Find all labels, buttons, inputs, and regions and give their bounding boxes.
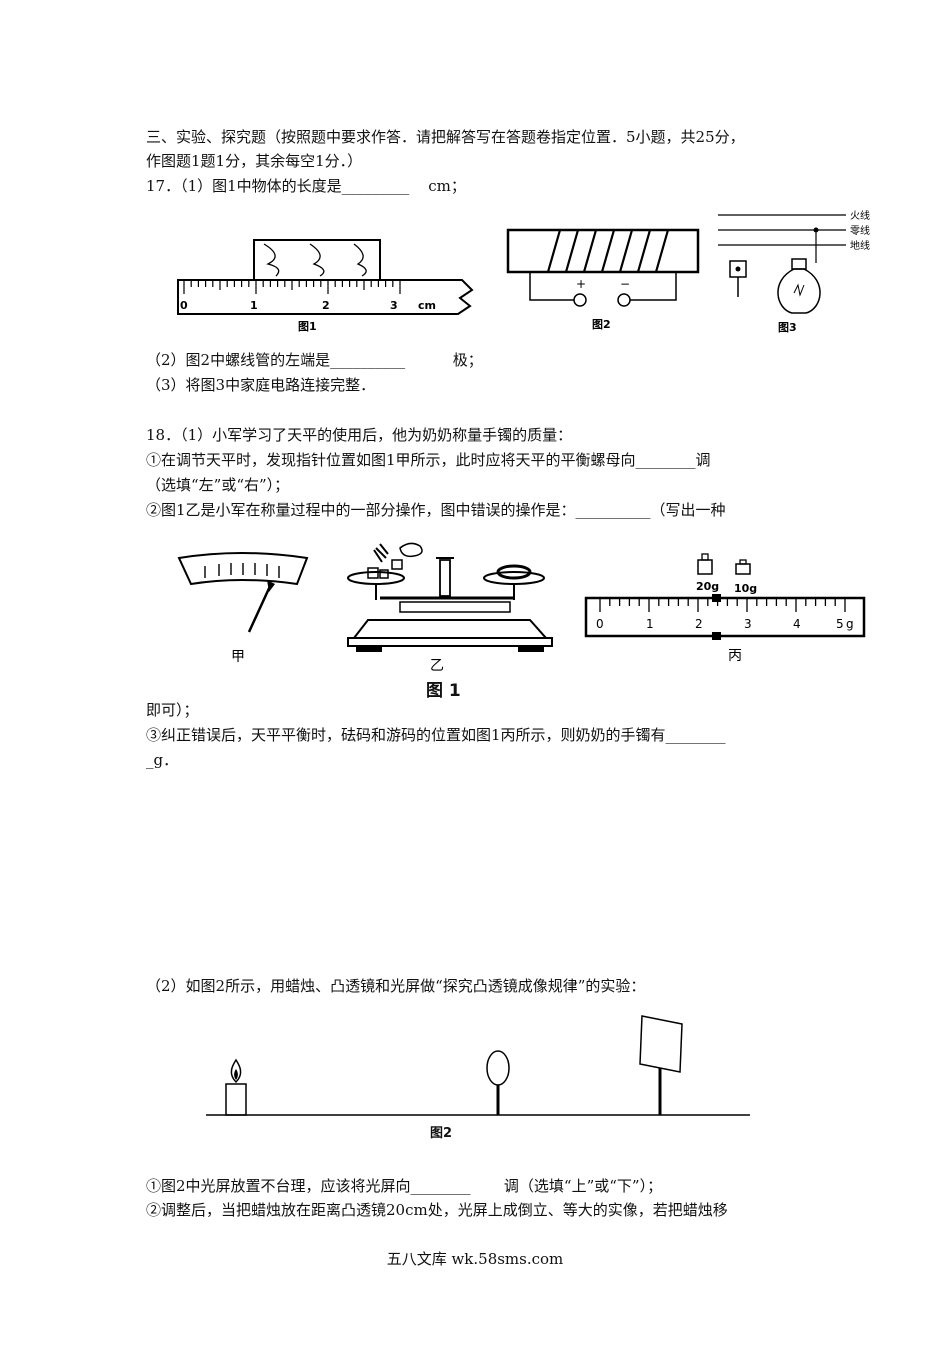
q18-part3: （选填“左”或“右”）；: [146, 476, 290, 494]
ruler-label-0: 0: [180, 299, 188, 312]
plus-sign: +: [576, 277, 586, 291]
fig3-caption: 图3: [778, 321, 797, 334]
rider-bottom: [712, 632, 721, 640]
weight-20g: [697, 559, 713, 575]
section-heading-line1: 三、实验、探究题（按照题中要求作答．请把解答写在答题卷指定位置．5小题，共25分…: [146, 128, 745, 146]
ruler-label-2: 2: [322, 299, 330, 312]
hand-icon: [399, 542, 423, 558]
q18-part8: （2）如图2所示，用蜡烛、凸透镜和光屏做“探究凸透镜成像规律”的实验：: [146, 977, 646, 995]
minus-sign: −: [620, 277, 630, 291]
solenoid-figure: + − 图2: [506, 228, 700, 331]
lamp-holder: [791, 258, 807, 270]
weight-20g-label: 20g: [696, 580, 719, 593]
q17-part1: 17．（1）图1中物体的长度是_________ cm；: [146, 177, 466, 195]
light-screen: [639, 1015, 683, 1073]
fig1-caption: 图1: [298, 320, 317, 333]
q18-part5: 即可）；: [146, 701, 199, 719]
scale-label-1: 1: [646, 617, 654, 631]
beam-scale: [399, 601, 511, 613]
q18-part4: ②图1乙是小军在称量过程中的一部分操作，图中错误的操作是：__________（…: [146, 501, 726, 519]
weight-10g: [735, 563, 751, 575]
fig2-caption: 图2: [592, 318, 611, 331]
convex-lens: [486, 1050, 510, 1086]
bracelet: [496, 564, 532, 580]
balance-pointer-figure: 甲: [177, 552, 309, 665]
scale-label-4: 4: [793, 617, 801, 631]
negative-terminal: [617, 293, 631, 307]
ruler-label-cm: cm: [418, 299, 436, 312]
rider-top: [712, 594, 721, 602]
q18-part10: ②调整后，当把蜡烛放在距离凸透镜20cm处，光屏上成倒立、等大的实像，若把蜡烛移: [146, 1201, 728, 1219]
scale-label-2: 2: [695, 617, 703, 631]
ruler-figure: 0 1 2 3 cm 图1: [177, 239, 474, 333]
ruler-body: [177, 279, 474, 315]
household-circuit-figure: 火线 零线 地线 图3: [718, 209, 870, 334]
ground-wire-label: 地线: [850, 239, 870, 252]
q18-part2: ①在调节天平时，发现指针位置如图1甲所示，此时应将天平的平衡螺母向_______…: [146, 451, 711, 469]
candle: [225, 1083, 247, 1116]
lens-experiment-figure: [206, 1015, 750, 1116]
flame-icon: [230, 1058, 242, 1084]
scale-label-3: 3: [744, 617, 752, 631]
section-heading-line2: 作图题1题1分，其余每空1分．）: [146, 152, 363, 170]
positive-terminal: [573, 293, 587, 307]
q18-part6: ③纠正错误后，天平平衡时，砝码和游码的位置如图1丙所示，则奶奶的手镯有_____…: [146, 726, 726, 744]
q17-part3: （3）将图3中家庭电路连接完整．: [146, 376, 376, 394]
balance-base: [351, 619, 549, 639]
fig2-lens-caption: 图2: [430, 1126, 453, 1141]
q17-part2: （2）图2中螺线管的左端是__________ 极；: [146, 351, 483, 369]
scale-label-unit: g: [846, 617, 854, 631]
rider-scale: [584, 596, 866, 638]
neutral-wire-label: 零线: [850, 224, 870, 237]
weights-rider-figure: 20g 10g 0 1 2 3 4 5 g 丙: [584, 553, 866, 664]
label-yi: 乙: [430, 658, 444, 674]
q18-part9: ①图2中光屏放置不台理，应该将光屏向________ 调（选填“上”或“下”）；: [146, 1177, 663, 1195]
weight-10g-label: 10g: [734, 582, 757, 595]
q18-part1: 18．（1）小军学习了天平的使用后，他为奶奶称量手镯的质量：: [146, 426, 573, 444]
pointer-needle: [247, 583, 273, 633]
light-bulb-icon: [777, 268, 821, 314]
live-wire-label: 火线: [850, 209, 870, 222]
ruler-label-3: 3: [390, 299, 398, 312]
figure1-title: 图 1: [426, 681, 461, 701]
pointer-scale: [177, 552, 309, 586]
label-bing: 丙: [728, 648, 742, 664]
balance-figure: 乙: [347, 542, 553, 674]
scale-label-0: 0: [596, 617, 604, 631]
q18-part7: _g．: [146, 751, 179, 769]
scale-label-5: 5: [836, 617, 844, 631]
ruler-label-1: 1: [250, 299, 258, 312]
footer-watermark: 五八文库 wk.58sms.com: [386, 1250, 564, 1268]
label-jia: 甲: [231, 649, 245, 665]
